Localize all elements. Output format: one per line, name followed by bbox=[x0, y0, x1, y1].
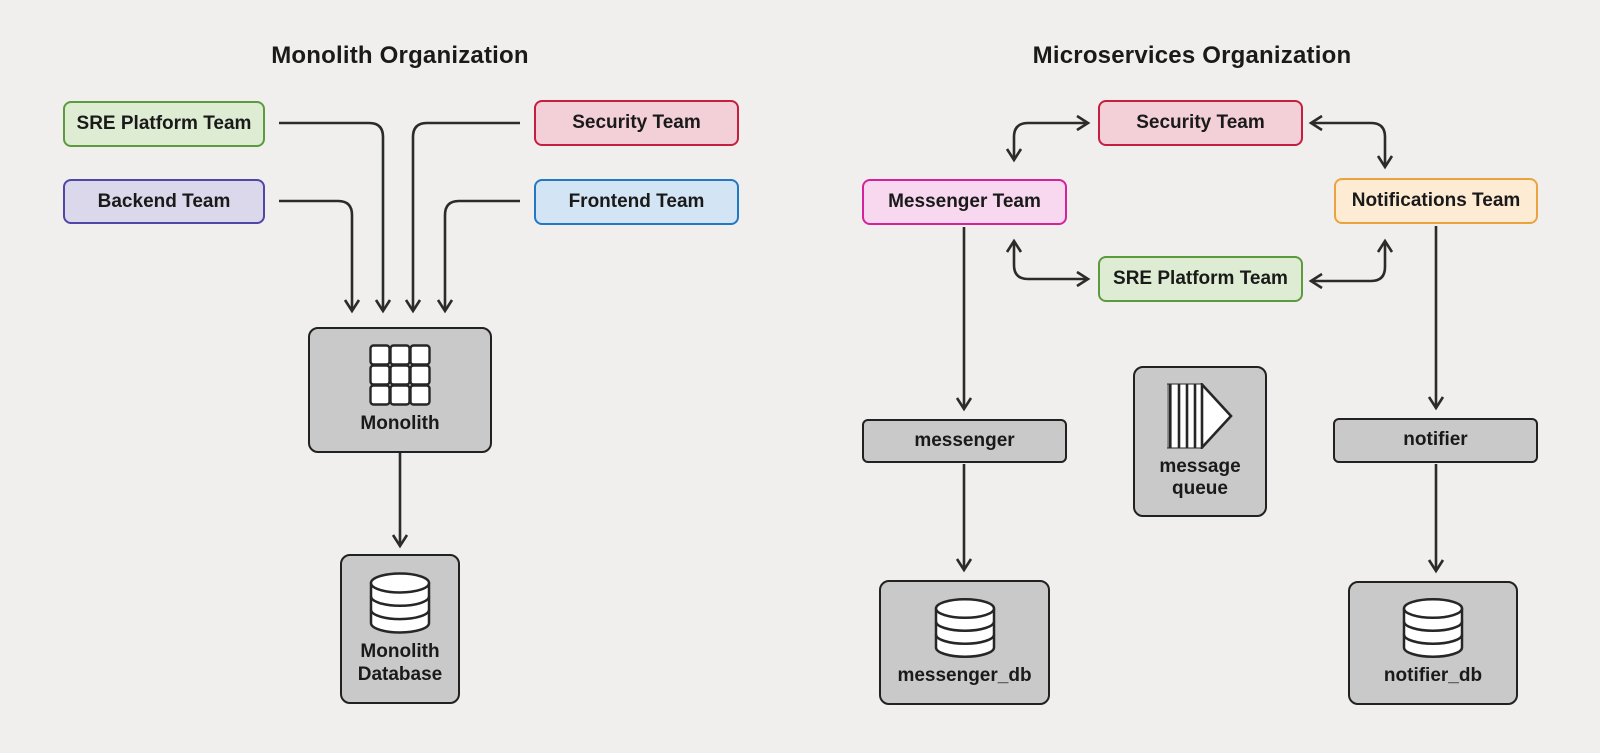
edge-messenger-security bbox=[1005, 114, 1091, 163]
team-label: Notifications Team bbox=[1351, 190, 1521, 211]
database-icon bbox=[1402, 598, 1464, 659]
monolith-node: Monolith bbox=[308, 327, 492, 453]
team-label: Backend Team bbox=[97, 190, 231, 212]
team-box-frontend: Frontend Team bbox=[534, 179, 739, 225]
team-label: SRE Platform Team bbox=[76, 113, 252, 134]
microservices-title: Microservices Organization bbox=[1032, 42, 1352, 69]
team-label: SRE Platform Team bbox=[1113, 268, 1288, 289]
node-label: messenger_db bbox=[897, 664, 1032, 686]
messenger-db-node: messenger_db bbox=[879, 580, 1050, 705]
team-box-notifications: Notifications Team bbox=[1334, 178, 1538, 224]
edge-security-notifications bbox=[1308, 114, 1394, 170]
monolith-title: Monolith Organization bbox=[271, 42, 529, 69]
team-box-security-monolith: Security Team bbox=[534, 100, 739, 146]
notifier-db-node: notifier_db bbox=[1348, 581, 1518, 705]
edge-sre-to-monolith bbox=[279, 121, 392, 314]
node-label: messenger bbox=[914, 429, 1015, 451]
node-label: notifier bbox=[1403, 429, 1468, 451]
team-label: Frontend Team bbox=[568, 191, 705, 212]
grid-icon bbox=[369, 344, 431, 406]
database-icon bbox=[369, 572, 431, 634]
team-box-sre-platform-microservices: SRE Platform Team bbox=[1098, 256, 1303, 302]
node-label: notifier_db bbox=[1383, 665, 1483, 687]
notifier-service-node: notifier bbox=[1333, 418, 1538, 463]
edge-security-to-monolith bbox=[404, 121, 520, 314]
edge-frontend-to-monolith bbox=[436, 199, 520, 314]
edge-backend-to-monolith bbox=[279, 199, 361, 314]
node-label: Monolith Database bbox=[357, 641, 443, 685]
database-icon bbox=[934, 597, 995, 658]
team-label: Messenger Team bbox=[888, 191, 1041, 212]
message-queue-node: message queue bbox=[1133, 366, 1267, 517]
edge-messenger-sre bbox=[1005, 238, 1091, 288]
edge-sre-notifications bbox=[1308, 238, 1394, 290]
team-box-messenger: Messenger Team bbox=[862, 179, 1067, 225]
team-box-backend: Backend Team bbox=[63, 179, 265, 224]
team-box-sre-platform-monolith: SRE Platform Team bbox=[63, 101, 265, 147]
monolith-database-node: Monolith Database bbox=[340, 554, 460, 704]
team-label: Security Team bbox=[1136, 112, 1265, 133]
team-label: Security Team bbox=[572, 112, 701, 133]
queue-icon bbox=[1167, 382, 1233, 449]
node-label: Monolith bbox=[360, 413, 440, 435]
team-box-security-microservices: Security Team bbox=[1098, 100, 1303, 146]
node-label: message queue bbox=[1159, 455, 1241, 499]
messenger-service-node: messenger bbox=[862, 419, 1067, 463]
